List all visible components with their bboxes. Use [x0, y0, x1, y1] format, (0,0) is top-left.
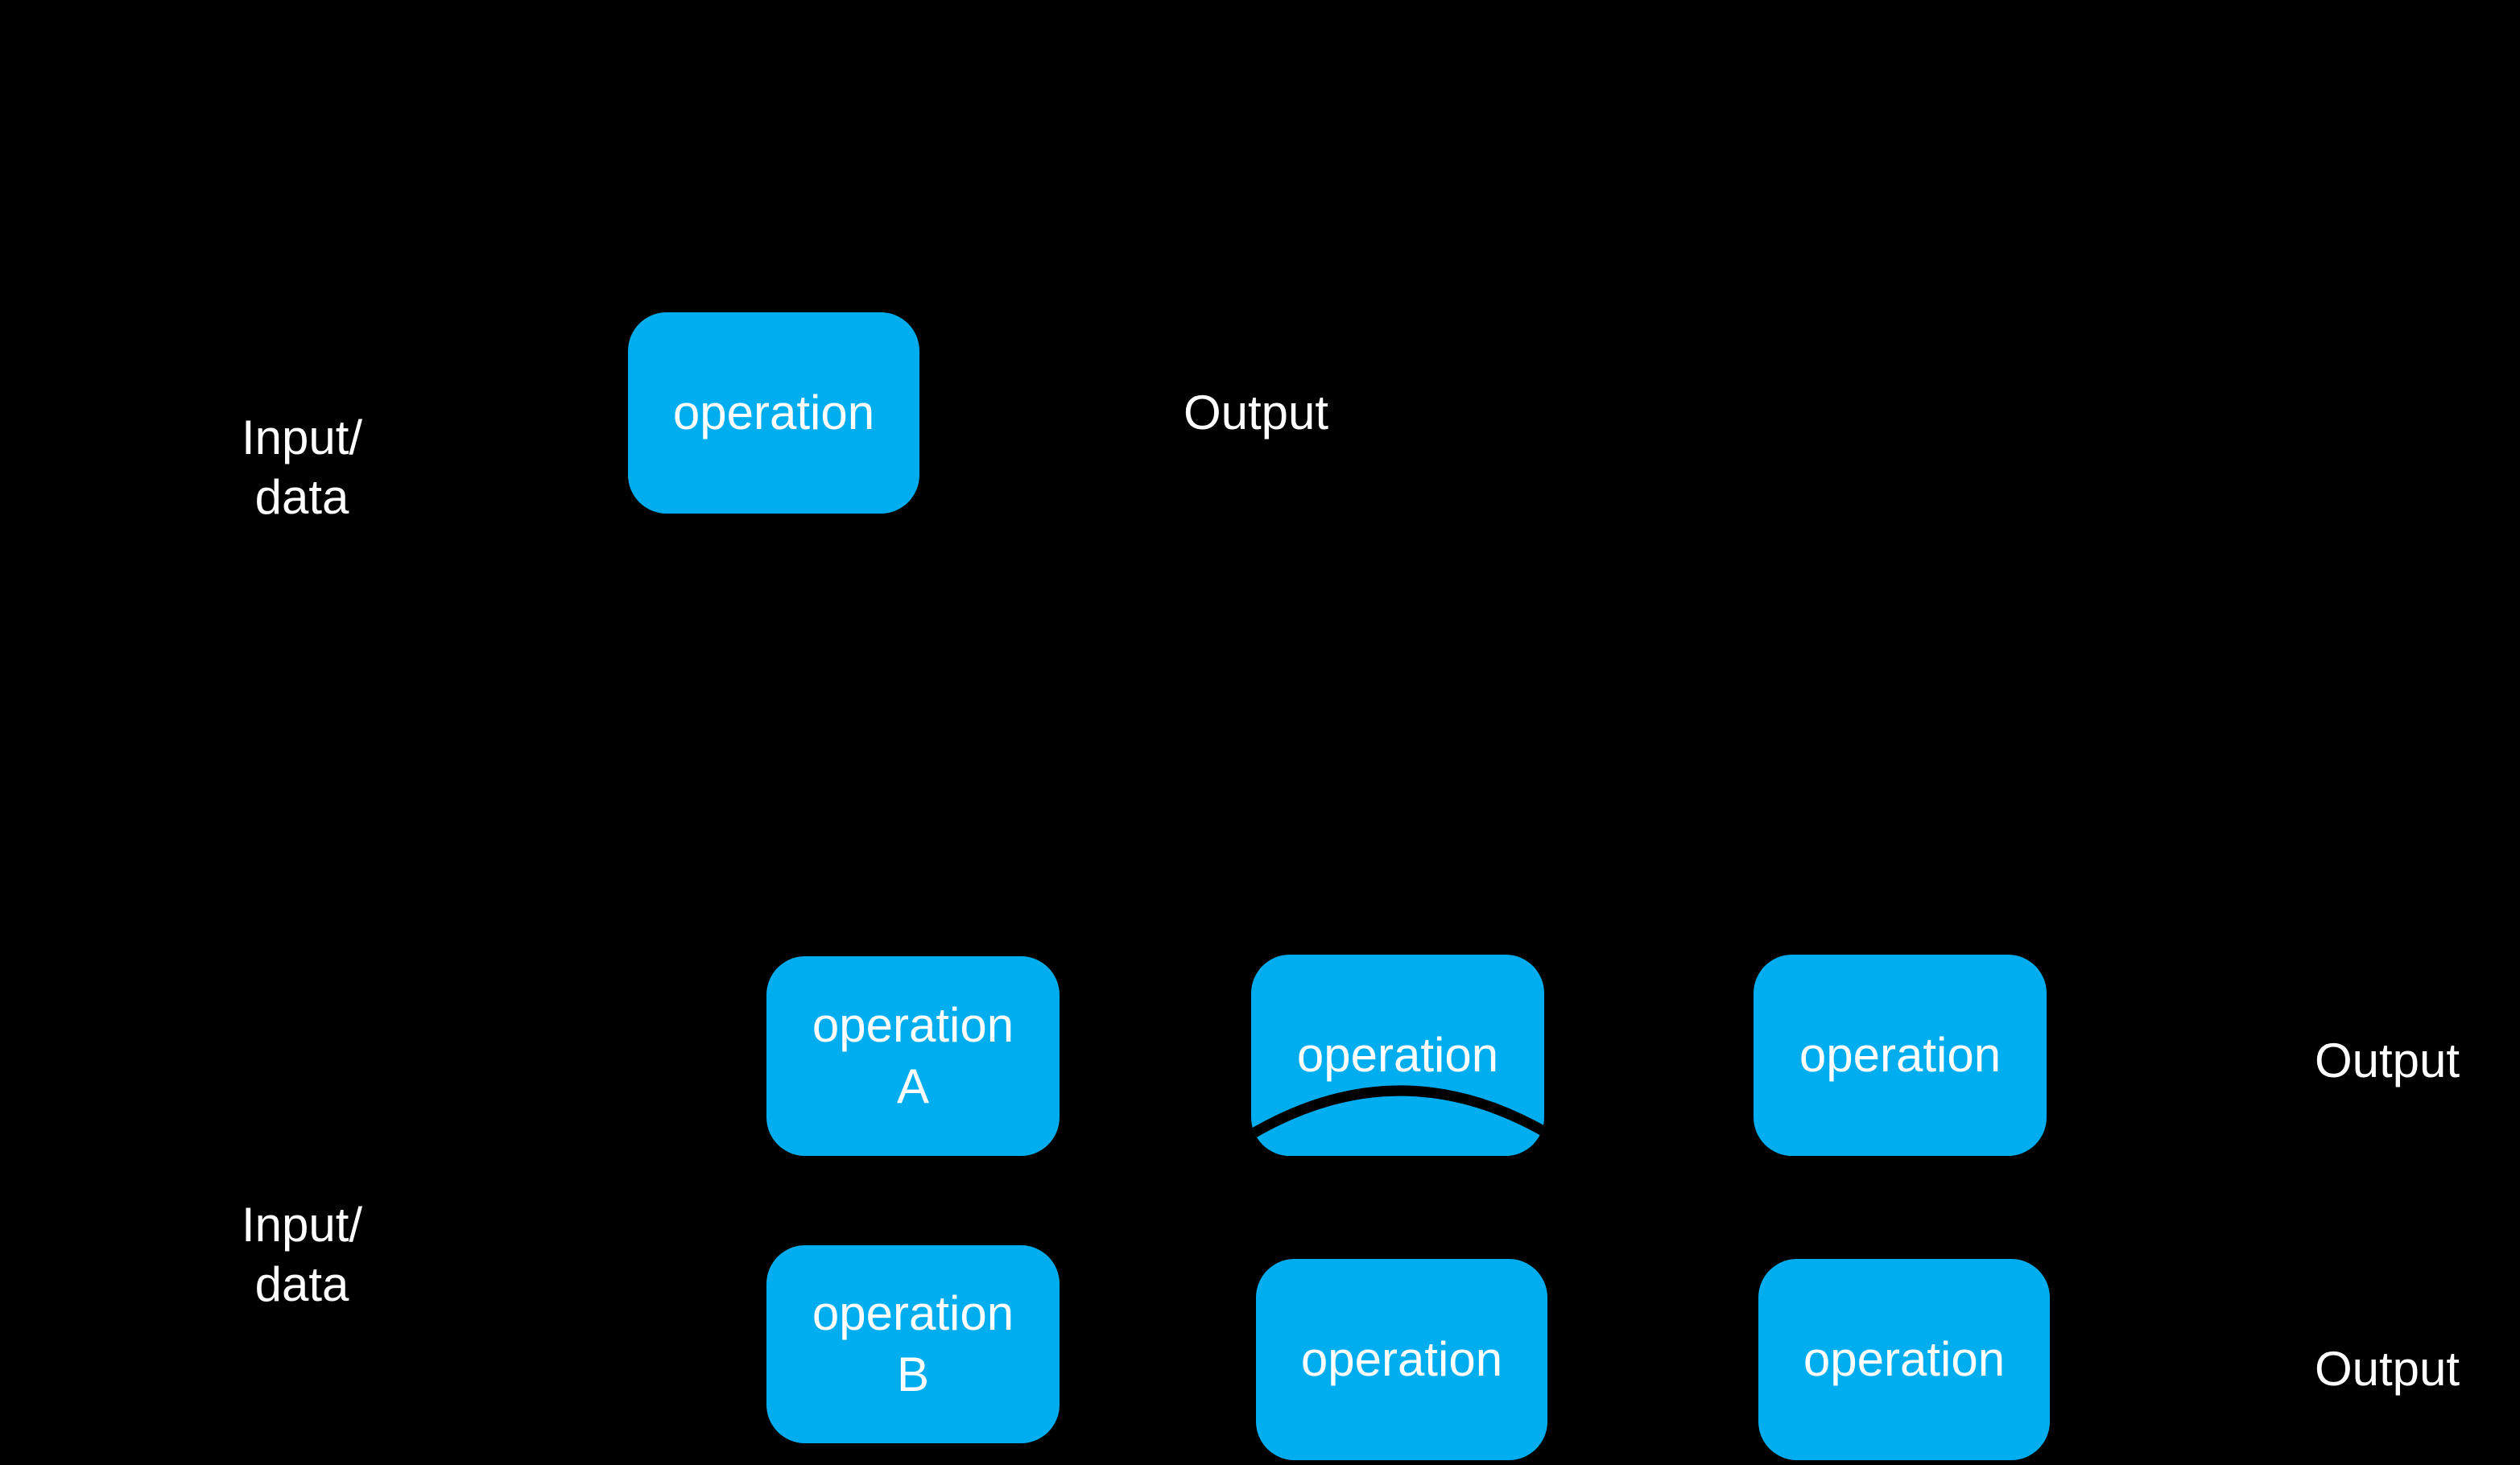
bottom-input-line1: Input/	[241, 1198, 363, 1252]
row1-middle-operation-label: operation	[1296, 1028, 1499, 1082]
top-input-label: Input/ data	[185, 349, 419, 527]
row2-output-label: Output	[2314, 1342, 2460, 1396]
top-operation-label: operation	[672, 386, 875, 440]
operation-b-line2: B	[896, 1347, 930, 1401]
operation-a-line2: A	[896, 1059, 930, 1113]
top-operation-box: operation	[628, 312, 919, 514]
row1-middle-operation-box: operation	[1251, 955, 1544, 1156]
row1-output-label: Output	[2314, 1034, 2460, 1087]
bottom-input-line2: data	[254, 1257, 349, 1311]
row2-right-operation-box: operation	[1758, 1259, 2050, 1460]
operation-b-box: operation B	[766, 1245, 1060, 1443]
operation-a-box: operation A	[766, 956, 1060, 1156]
top-input-line2: data	[254, 470, 349, 524]
row2-middle-operation-label: operation	[1300, 1332, 1503, 1386]
row1-right-operation-label: operation	[1799, 1028, 2002, 1082]
row1-right-operation-box: operation	[1754, 955, 2047, 1156]
operation-a-line1: operation	[812, 998, 1014, 1052]
top-input-line1: Input/	[241, 411, 363, 464]
top-output-label: Output	[1183, 386, 1329, 440]
row2-right-operation-label: operation	[1803, 1332, 2006, 1386]
row2-middle-operation-box: operation	[1256, 1259, 1547, 1460]
operation-b-line1: operation	[812, 1286, 1014, 1340]
bottom-input-label: Input/ data	[185, 1136, 419, 1314]
